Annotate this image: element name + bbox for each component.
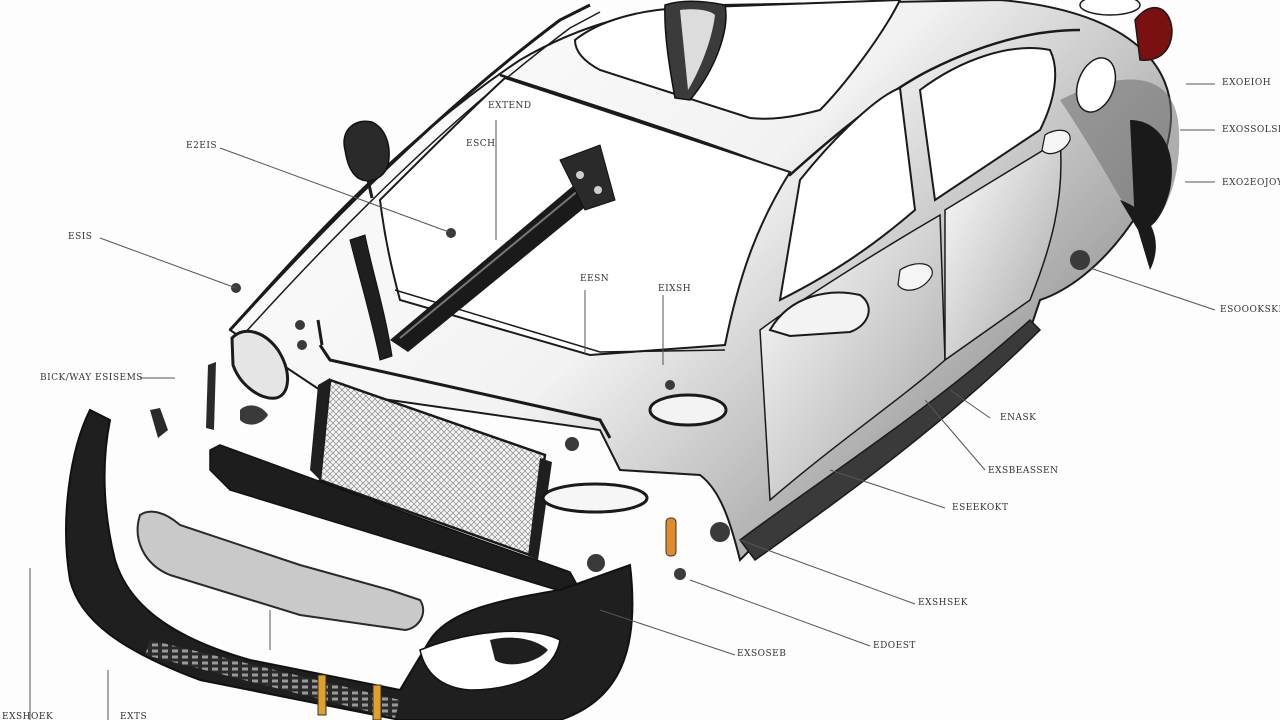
wiper-arm: [390, 144, 616, 352]
label-sill-upper: ENASK: [1000, 413, 1037, 423]
label-quarter-panel: EXOSSOLSE: [1222, 125, 1280, 135]
label-tail-light: EXOEIOH: [1222, 78, 1272, 88]
label-clip: ESIS: [68, 232, 93, 242]
label-bracket: BICK/WAY ESISEMS: [40, 373, 143, 383]
headlight-left: [230, 329, 289, 400]
drl-lamp: [541, 482, 649, 514]
side-skirt: [738, 318, 1042, 562]
label-top-center: EXTEND: [488, 101, 532, 111]
label-rear-arch: EXO2EOJOY: [1222, 178, 1280, 188]
label-mirror: E2EIS: [186, 141, 218, 151]
label-fog-lamp: EIXSH: [658, 284, 692, 294]
small-fasteners: [150, 228, 1090, 720]
fog-lamp-right: [648, 393, 728, 427]
detached-mirror: [343, 120, 390, 182]
side-windows: [778, 47, 1057, 302]
rear-wheel-arch: [1120, 200, 1156, 270]
sunroof-panel: [573, 0, 902, 120]
front-bumper-cover: [65, 408, 634, 720]
radiator: [310, 378, 552, 560]
tail-light: [1134, 6, 1173, 61]
label-wiper: ESCH: [466, 139, 496, 149]
label-cowl: EESN: [580, 274, 610, 284]
fuel-cap: [1075, 57, 1117, 113]
label-sill-lower: EXSBEASSEN: [988, 466, 1059, 476]
label-bumper-corner: EXSOSEB: [737, 649, 787, 659]
roof-rails: [228, 3, 1081, 335]
label-rear-clip: ESOOOKSKEZ: [1220, 305, 1280, 315]
label-bumper-lower: EXSHOEK: [2, 712, 54, 720]
leader-lines: [29, 83, 1216, 720]
label-door: ESEEKOKT: [952, 503, 1009, 513]
label-wheel-arch: EXSHSEK: [918, 598, 968, 608]
energy-absorber: [136, 510, 425, 632]
side-mirror: [768, 291, 870, 338]
label-grille: EXTS: [120, 712, 148, 720]
a-pillar-trim: [349, 234, 393, 361]
car-doors: [759, 129, 1071, 502]
crash-bar: [316, 319, 612, 439]
label-marker-light: EDOEST: [873, 641, 916, 651]
